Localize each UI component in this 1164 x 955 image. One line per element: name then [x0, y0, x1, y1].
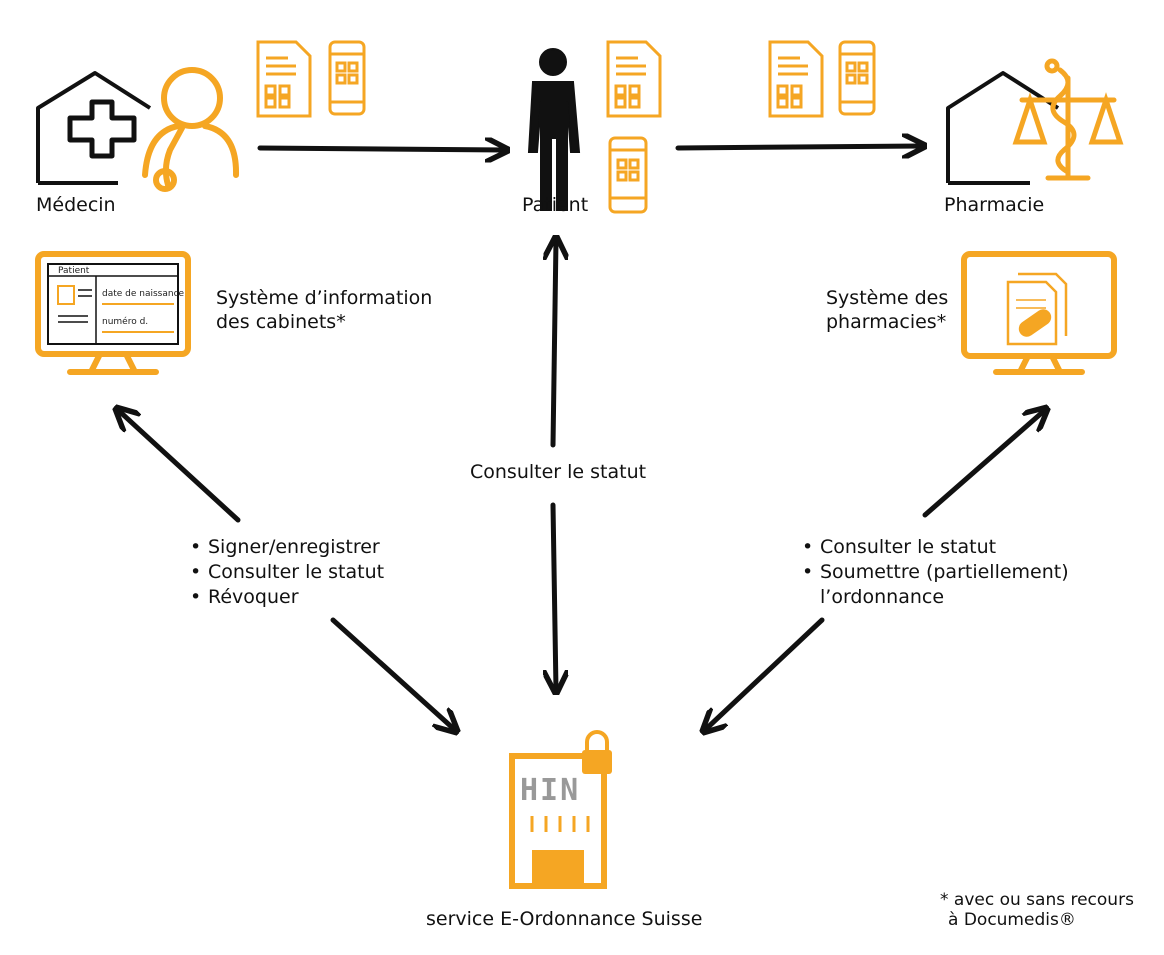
- lock-icon: [582, 730, 612, 774]
- prescription-doc-icon-2: [606, 40, 662, 118]
- footnote-line1: * avec ou sans recours: [940, 890, 1134, 910]
- pharmacy-label: Pharmacie: [944, 194, 1045, 216]
- footnote-line2: à Documedis®: [948, 910, 1076, 930]
- doctor-action-item: Signer/enregistrer: [188, 535, 384, 560]
- screen-number-label: numéro d.: [102, 316, 148, 327]
- arrow-service-to-practice: [118, 410, 241, 523]
- smartphone-qr-icon-2: [608, 136, 648, 214]
- arrow-practice-to-service: [330, 617, 455, 730]
- screen-birthdate-label: date de naissance: [102, 289, 185, 299]
- doctor-action-item: Révoquer: [188, 585, 384, 610]
- arrow-patient-status-up: [553, 240, 556, 448]
- practice-system-label-line1: Système d’information: [216, 287, 433, 309]
- pharmacy-house-icon: [946, 71, 1060, 185]
- pharmacy-system-label-line1: Système des: [826, 287, 949, 309]
- pharmacy-action-item: Soumettre (partiellement): [800, 560, 1069, 585]
- arrow-patient-to-pharmacy: [675, 146, 922, 148]
- doctor-action-item: Consulter le statut: [188, 560, 384, 585]
- prescription-doc-icon-1: [256, 40, 312, 118]
- doctor-icon: [142, 67, 240, 192]
- screen-patient-label: Patient: [58, 266, 90, 276]
- arrow-patient-status-down: [553, 502, 556, 690]
- doctor-label: Médecin: [36, 194, 116, 216]
- practice-system-monitor-icon: [35, 251, 191, 375]
- pharmacy-action-item: Consulter le statut: [800, 535, 1069, 560]
- arrow-pharmacy-to-service: [705, 617, 825, 730]
- smartphone-qr-icon-1: [328, 40, 366, 116]
- pharmacy-actions-list: Consulter le statut Soumettre (partielle…: [800, 535, 1069, 610]
- center-status-label: Consulter le statut: [470, 461, 647, 483]
- pharmacy-system-monitor-icon: [961, 251, 1117, 375]
- practice-system-label-line2: des cabinets*: [216, 311, 346, 333]
- pharmacy-action-item-continued: l’ordonnance: [820, 586, 945, 608]
- hin-logo-text: HIN: [520, 773, 580, 808]
- practice-house-icon: [36, 71, 152, 185]
- arrow-doctor-to-patient: [257, 148, 505, 150]
- pharmacy-scales-icon: [1012, 58, 1124, 181]
- service-label: service E-Ordonnance Suisse: [426, 908, 703, 930]
- doctor-actions-list: Signer/enregistrer Consulter le statut R…: [188, 535, 384, 610]
- patient-icon: [527, 48, 581, 211]
- smartphone-qr-icon-3: [838, 40, 876, 116]
- pharmacy-system-label-line2: pharmacies*: [826, 311, 947, 333]
- patient-label: Patient: [522, 194, 589, 216]
- hin-service-building-icon: [509, 753, 607, 889]
- arrow-service-to-pharmacy: [922, 410, 1045, 518]
- prescription-doc-icon-3: [768, 40, 824, 118]
